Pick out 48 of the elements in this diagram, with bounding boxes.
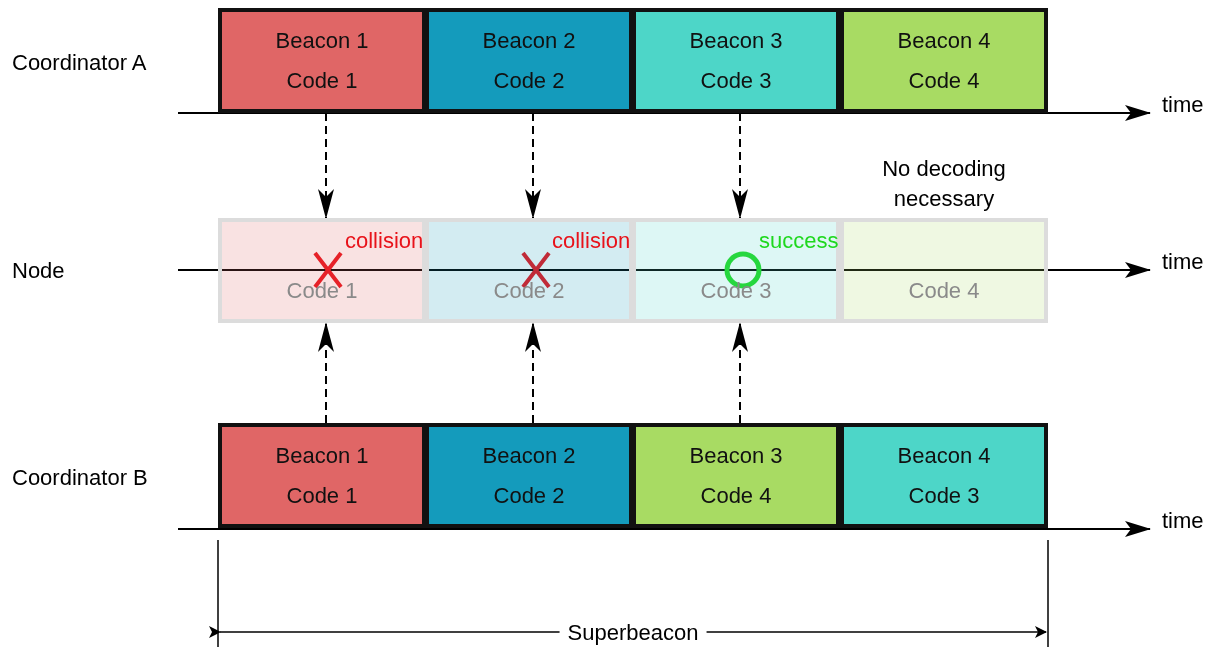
axis-label: time [1162,249,1204,275]
note-text: No decoding necessary [881,155,1007,213]
faded-slot-box [632,218,840,323]
beacon-box [632,8,840,113]
beacon-box [218,8,426,113]
row-label: Coordinator A [12,50,147,76]
box-text: Code 3 [700,277,772,305]
box-text: Code 3 [908,481,980,510]
box-text: Code 2 [493,66,565,95]
beacon-box [218,423,426,528]
box-text: Code 3 [700,66,772,95]
faded-slot-box [425,218,633,323]
collision-label: collision [345,228,424,254]
box-text: Code 4 [908,66,980,95]
signal-arrow [732,322,748,424]
box-text: Code 2 [493,277,565,305]
row-label: Node [12,258,65,284]
signal-arrow [525,112,541,219]
faded-slot-box [840,218,1048,323]
box-text: Beacon 3 [689,26,783,55]
beacon-box [425,423,633,528]
box-text: Code 4 [700,481,772,510]
axis-label: time [1162,508,1204,534]
beacon-box [425,8,633,113]
box-text: Code 1 [286,277,358,305]
axis-label: time [1162,92,1204,118]
collision-label: collision [552,228,631,254]
box-text: Code 1 [286,66,358,95]
faded-slot-box [218,218,426,323]
box-text: Beacon 4 [897,441,991,470]
signal-arrow [318,112,334,219]
box-text: Beacon 2 [482,26,576,55]
box-text: Code 2 [493,481,565,510]
row-label: Coordinator B [12,465,148,491]
box-text: Beacon 1 [275,26,369,55]
beacon-box [632,423,840,528]
beacon-box [840,8,1048,113]
signal-arrow [318,322,334,424]
box-text: Beacon 3 [689,441,783,470]
box-text: Beacon 1 [275,441,369,470]
signal-arrow [525,322,541,424]
box-text: Beacon 2 [482,441,576,470]
success-label: success [759,228,839,254]
box-text: Code 4 [908,277,980,305]
box-text: Beacon 4 [897,26,991,55]
beacon-box [840,423,1048,528]
box-text: Code 1 [286,481,358,510]
signal-arrow [732,112,748,219]
